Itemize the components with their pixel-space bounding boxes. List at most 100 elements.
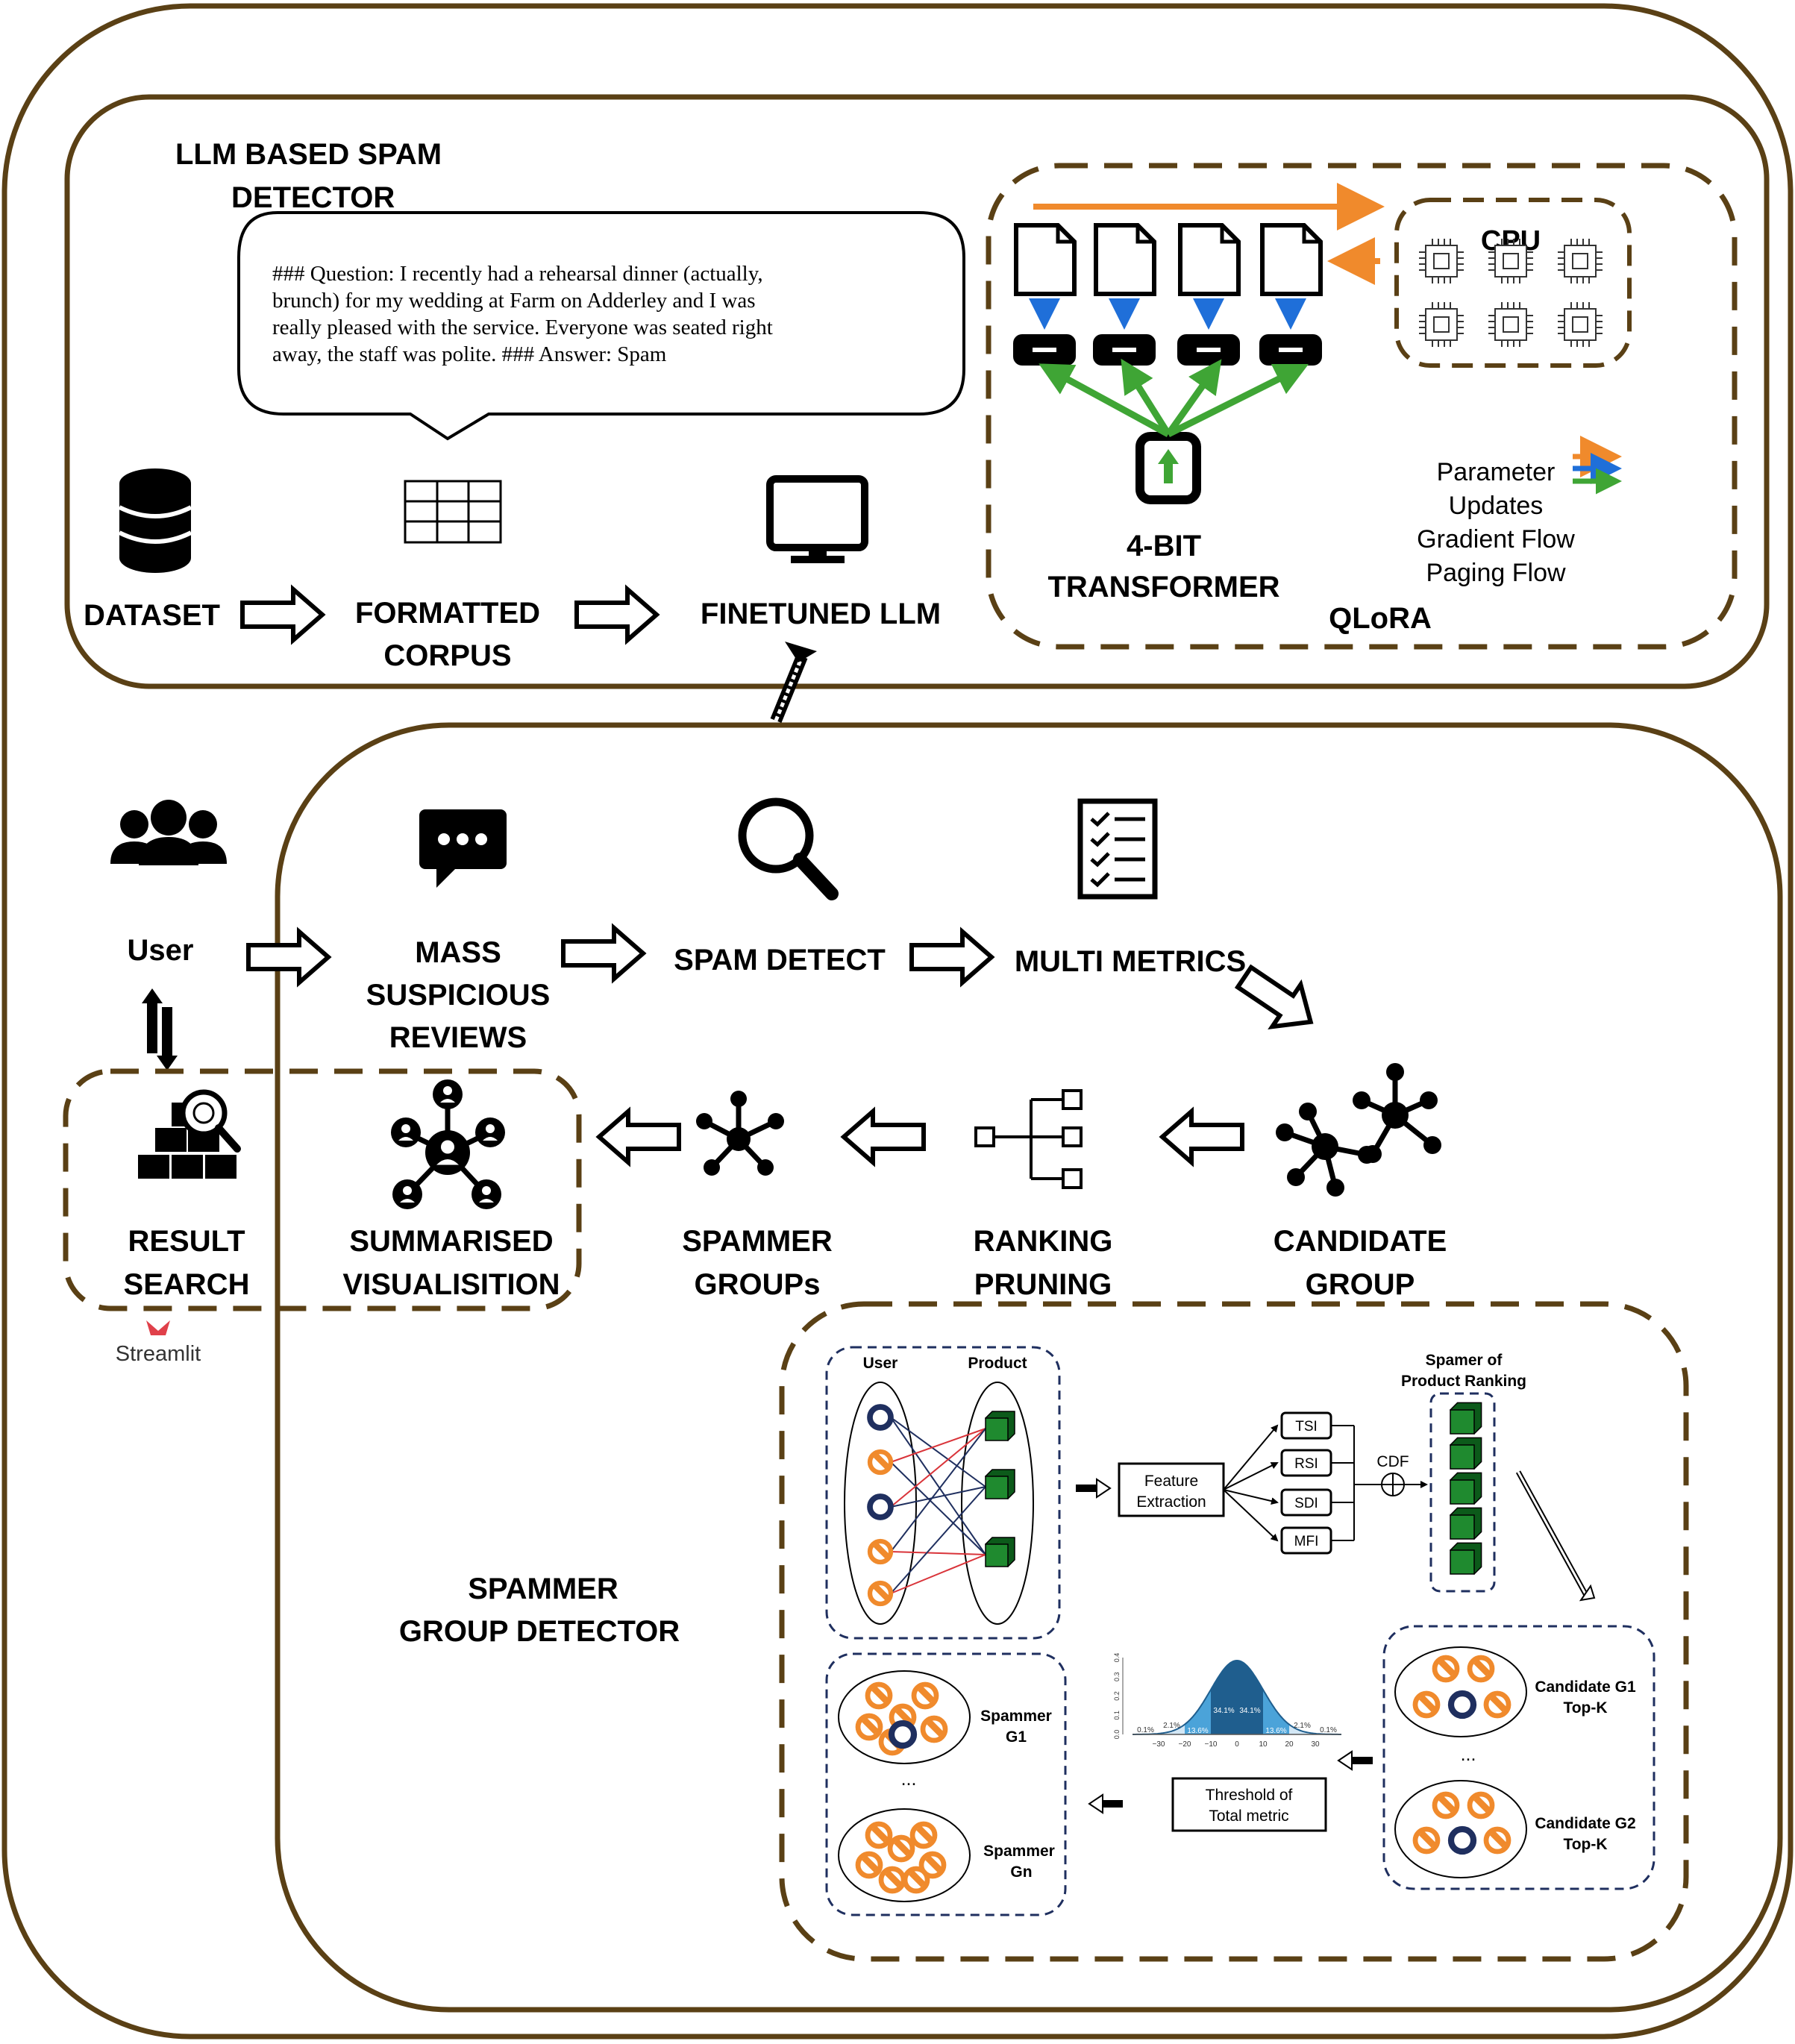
bubble-line: brunch) for my wedding at Farm on Adderl… <box>272 289 756 313</box>
user-node <box>1447 1690 1477 1719</box>
bubble-text: ### Question: I recently had a rehearsal… <box>272 262 773 366</box>
candidate-g1-label-2: Top-K <box>1563 1699 1607 1717</box>
metric-arrow <box>1223 1489 1279 1505</box>
product-column-label: Product <box>968 1355 1027 1372</box>
ranking-title-2: Product Ranking <box>1401 1373 1526 1390</box>
arrow-ranking-candidates-head <box>1579 1584 1596 1602</box>
bubble-line: ### Question: I recently had a rehearsal… <box>272 262 763 286</box>
spammer-groups-label-2: GROUPs <box>695 1268 821 1301</box>
percent-label: 2.1% <box>1294 1722 1311 1730</box>
chip-icon <box>1488 239 1533 283</box>
bipartite-graph <box>867 1404 1015 1607</box>
spammer-network-icon <box>696 1091 784 1176</box>
chip-icon <box>1558 302 1603 347</box>
percent-label: 2.1% <box>1163 1722 1180 1730</box>
candidate-network-icon <box>1276 1063 1441 1197</box>
formatted-corpus-label-2: CORPUS <box>383 639 511 672</box>
arrow-ranking-spammer <box>840 1106 926 1167</box>
spammer-gn-label: Spammer <box>983 1843 1055 1860</box>
arrow-candidate-ranking <box>1159 1106 1244 1167</box>
user-result-arrow <box>142 988 178 1070</box>
spammer-nodes <box>855 1681 948 1894</box>
user-ellipse <box>844 1382 917 1625</box>
monitor-icon <box>766 475 868 563</box>
x-tick-label: 30 <box>1311 1740 1320 1749</box>
spammer-groups-frame <box>825 1652 1067 1916</box>
qlora-legend: Parameter Updates Gradient Flow Paging F… <box>1417 436 1622 587</box>
arrow-metrics-candidate <box>1234 964 1314 1030</box>
metric-label: TSI <box>1295 1419 1318 1435</box>
ranking-cubes <box>1449 1402 1482 1576</box>
checklist-icon <box>1077 798 1158 900</box>
streamlit-icon <box>146 1320 170 1335</box>
spammer-ellipsis: ... <box>901 1769 917 1790</box>
chat-icon <box>419 809 507 888</box>
arrow-mass-spam <box>561 923 647 984</box>
spammer-groups-label: SPAMMER <box>682 1225 833 1258</box>
spammer-g1-label: Spammer <box>980 1708 1052 1725</box>
y-tick-label: 0.1 <box>1113 1711 1121 1720</box>
summarised-label: SUMMARISED <box>349 1225 553 1258</box>
arrow-ranking-candidates-inner <box>1517 1471 1589 1599</box>
green-arrow <box>1166 363 1309 438</box>
cpu-frame <box>1394 198 1632 368</box>
threshold-label: Threshold of <box>1206 1787 1293 1804</box>
legend-line: Parameter <box>1437 458 1556 486</box>
check-mark <box>1090 872 1110 888</box>
arrow-spam-metrics <box>909 927 995 988</box>
user-node <box>888 1719 918 1749</box>
link <box>890 1486 986 1594</box>
check-mark <box>1090 832 1110 847</box>
metric-label: RSI <box>1294 1456 1318 1472</box>
sigma-band <box>1211 1661 1237 1734</box>
connector-arrow <box>770 642 817 724</box>
llm-detector-title-2: DETECTOR <box>231 181 395 214</box>
document-icon <box>1013 223 1077 366</box>
transformer-up-arrow <box>1158 449 1179 483</box>
sigma-band <box>1159 1724 1185 1734</box>
green-arrow <box>1121 358 1171 436</box>
link <box>890 1551 986 1555</box>
formatted-corpus-label: FORMATTED <box>355 597 540 630</box>
metric-label: SDI <box>1294 1496 1318 1511</box>
sigma-band <box>1237 1661 1263 1734</box>
normal-distribution-chart: 0.1%2.1%13.6%34.1%34.1%13.6%2.1%0.1%−30−… <box>1113 1653 1341 1749</box>
metric-label: MFI <box>1294 1534 1319 1549</box>
arrow-threshold-spammers-head <box>1088 1793 1103 1814</box>
y-tick-label: 0.0 <box>1113 1730 1121 1740</box>
chip-icon <box>1419 239 1464 283</box>
adapter-documents <box>1013 223 1323 366</box>
x-tick-label: −30 <box>1153 1740 1165 1749</box>
check-mark <box>1090 812 1110 827</box>
llm-detector-frame <box>64 94 1770 689</box>
table-icon <box>404 480 502 544</box>
metric-arrow <box>1223 1424 1279 1490</box>
percent-label: 34.1% <box>1239 1707 1260 1715</box>
x-tick-label: −10 <box>1205 1740 1218 1749</box>
dataset-label: DATASET <box>84 599 220 632</box>
link <box>890 1461 986 1555</box>
speech-bubble <box>237 211 965 441</box>
link <box>890 1417 986 1487</box>
result-search-label: RESULT <box>128 1225 245 1258</box>
candidate-g2-ellipse <box>1394 1780 1527 1878</box>
x-tick-label: 0 <box>1235 1740 1239 1749</box>
candidate-g1-ellipse <box>1394 1646 1527 1737</box>
metric-boxes: TSI RSI SDI MFI <box>1223 1411 1382 1555</box>
candidate-nodes <box>1412 1655 1512 1855</box>
link <box>890 1417 986 1555</box>
link <box>890 1428 986 1508</box>
feature-extraction-label: Feature <box>1144 1473 1198 1490</box>
group-detector-title-2: GROUP DETECTOR <box>399 1615 680 1648</box>
user-node <box>867 1493 894 1520</box>
y-tick-label: 0.3 <box>1113 1672 1121 1681</box>
x-tick-label: 20 <box>1285 1740 1294 1749</box>
arrow-to-feature-head <box>1096 1478 1112 1499</box>
link <box>890 1428 986 1552</box>
arrow-user-mass <box>246 927 332 988</box>
ranking-pruning-label-2: PRUNING <box>974 1268 1112 1301</box>
ranking-pruning-label: RANKING <box>974 1225 1113 1258</box>
threshold-box <box>1171 1777 1327 1832</box>
result-frame <box>63 1068 582 1311</box>
percent-label: 13.6% <box>1265 1727 1286 1735</box>
